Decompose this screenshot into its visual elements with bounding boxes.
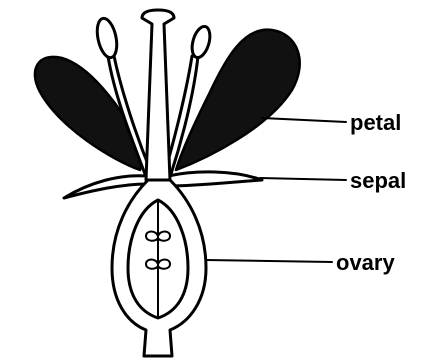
petal-leader-line [262,118,346,122]
ovary-leader-line [206,260,332,262]
right-stamen-anther [189,24,213,59]
right-sepal [168,172,262,186]
ovary-label: ovary [336,250,395,275]
sepal-label: sepal [350,168,406,193]
left-stamen-anther [94,17,120,60]
sepal-leader-line [260,178,346,180]
style-column [142,10,174,180]
petal-label: petal [350,110,401,135]
